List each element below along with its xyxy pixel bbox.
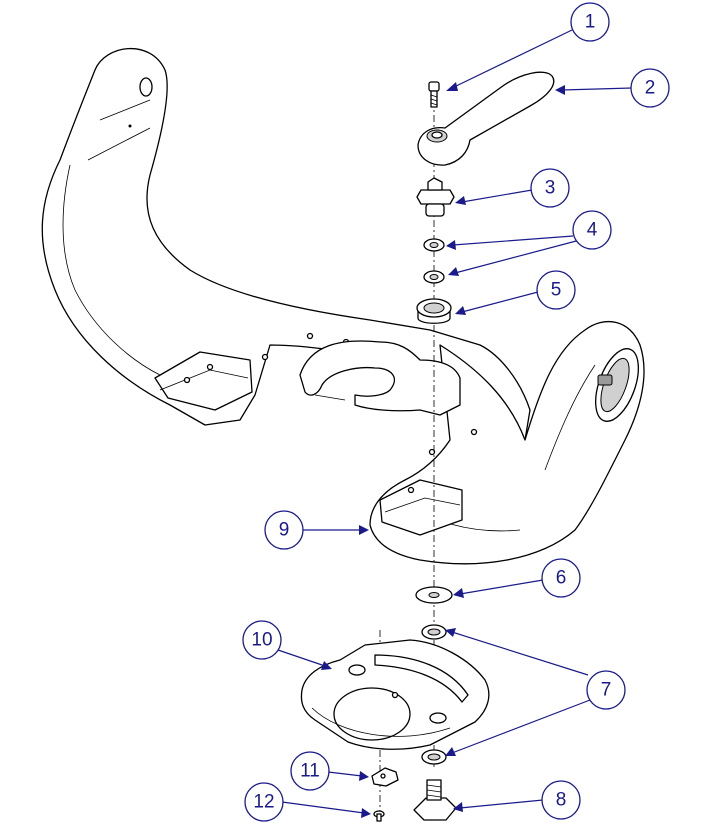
part-threaded-stud xyxy=(416,177,455,217)
part-bushing xyxy=(416,298,452,324)
part-lever-handle xyxy=(417,71,555,166)
callout-7-label: 7 xyxy=(601,680,612,701)
callout-10: 10 xyxy=(242,620,282,660)
part-washers-small xyxy=(423,238,445,284)
part-screw xyxy=(428,81,440,108)
callout-6: 6 xyxy=(541,558,581,598)
part-bracket-plate xyxy=(299,340,461,416)
part-clip-nut xyxy=(371,767,399,787)
part-wing-bolt xyxy=(413,779,457,821)
callout-leaders xyxy=(277,29,633,818)
part-flat-washer xyxy=(415,586,453,604)
callout-8-label: 8 xyxy=(556,790,567,811)
part-spacer-washers xyxy=(421,624,447,765)
part-mounting-plate xyxy=(300,639,490,750)
callout-2-label: 2 xyxy=(645,78,656,99)
callout-2: 2 xyxy=(630,68,670,108)
callout-1-label: 1 xyxy=(585,12,596,33)
part-small-screw xyxy=(373,810,385,822)
callout-12: 12 xyxy=(244,782,284,822)
callout-12-label: 12 xyxy=(253,792,274,813)
callout-4-label: 4 xyxy=(587,220,598,241)
callout-5: 5 xyxy=(536,270,576,310)
callout-11: 11 xyxy=(290,751,330,791)
callout-9-label: 9 xyxy=(279,520,290,541)
callout-7: 7 xyxy=(586,670,626,710)
callout-1: 1 xyxy=(570,2,610,42)
callout-4: 4 xyxy=(572,210,612,250)
callout-11-label: 11 xyxy=(300,761,320,782)
callout-6-label: 6 xyxy=(556,568,567,589)
part-arm-support xyxy=(41,47,645,565)
callout-5-label: 5 xyxy=(551,280,562,301)
callout-3-label: 3 xyxy=(545,178,556,199)
callout-3: 3 xyxy=(530,168,570,208)
callout-9: 9 xyxy=(264,510,304,550)
callout-8: 8 xyxy=(541,780,581,820)
callout-10-label: 10 xyxy=(251,630,272,651)
